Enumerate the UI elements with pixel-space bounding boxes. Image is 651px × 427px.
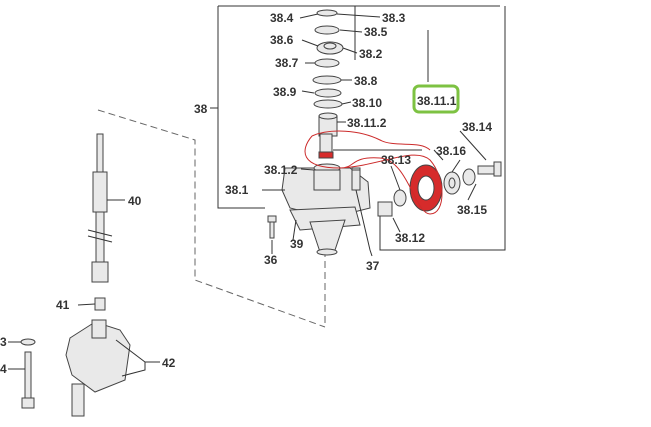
- label-38-6: 38.6: [270, 33, 294, 47]
- label-38-10: 38.10: [352, 96, 382, 110]
- part-labels: 38.4 38.3 38.6 38.5 38.2 38.7 38.8 38.9 …: [0, 11, 492, 376]
- label-40: 40: [128, 194, 142, 208]
- label-4: 4: [0, 362, 7, 376]
- label-38-11-1: 38.11.1: [417, 94, 457, 108]
- label-38-2: 38.2: [359, 47, 383, 61]
- clip-41: [94, 297, 106, 311]
- label-38-15: 38.15: [457, 203, 487, 217]
- label-42: 42: [162, 356, 176, 370]
- label-38-1-2: 38.1.2: [264, 163, 298, 177]
- shaft-38-11-1: [318, 133, 422, 159]
- label-38: 38: [194, 102, 208, 116]
- freehand-circle: [304, 130, 443, 215]
- label-38-12: 38.12: [395, 231, 425, 245]
- label-36: 36: [264, 253, 278, 267]
- label-38-5: 38.5: [364, 25, 388, 39]
- spindle-40: [87, 133, 113, 283]
- label-3: 3: [0, 335, 7, 349]
- leader-lines: [8, 13, 487, 377]
- label-38-8: 38.8: [354, 74, 378, 88]
- label-39: 39: [290, 237, 304, 251]
- highlight-box: [412, 84, 460, 114]
- label-38-4: 38.4: [270, 11, 294, 25]
- label-37: 37: [366, 259, 380, 273]
- bolt-4: [20, 338, 36, 409]
- label-41: 41: [56, 298, 70, 312]
- projection-lines: [97, 109, 326, 328]
- label-38-9: 38.9: [273, 85, 297, 99]
- label-38-16: 38.16: [436, 144, 466, 158]
- gear-assembly: [377, 161, 502, 217]
- label-38-11-2: 38.11.2: [347, 116, 387, 130]
- label-38-13: 38.13: [381, 153, 411, 167]
- label-38-7: 38.7: [275, 56, 299, 70]
- pump-body-42: [65, 319, 131, 417]
- screw-36: [267, 215, 277, 239]
- label-38-1: 38.1: [225, 183, 249, 197]
- ring-stack: [312, 9, 344, 137]
- label-38-14: 38.14: [462, 120, 492, 134]
- pin-37: [351, 169, 361, 191]
- base-plate-39: [289, 206, 361, 256]
- label-38-3: 38.3: [382, 11, 406, 25]
